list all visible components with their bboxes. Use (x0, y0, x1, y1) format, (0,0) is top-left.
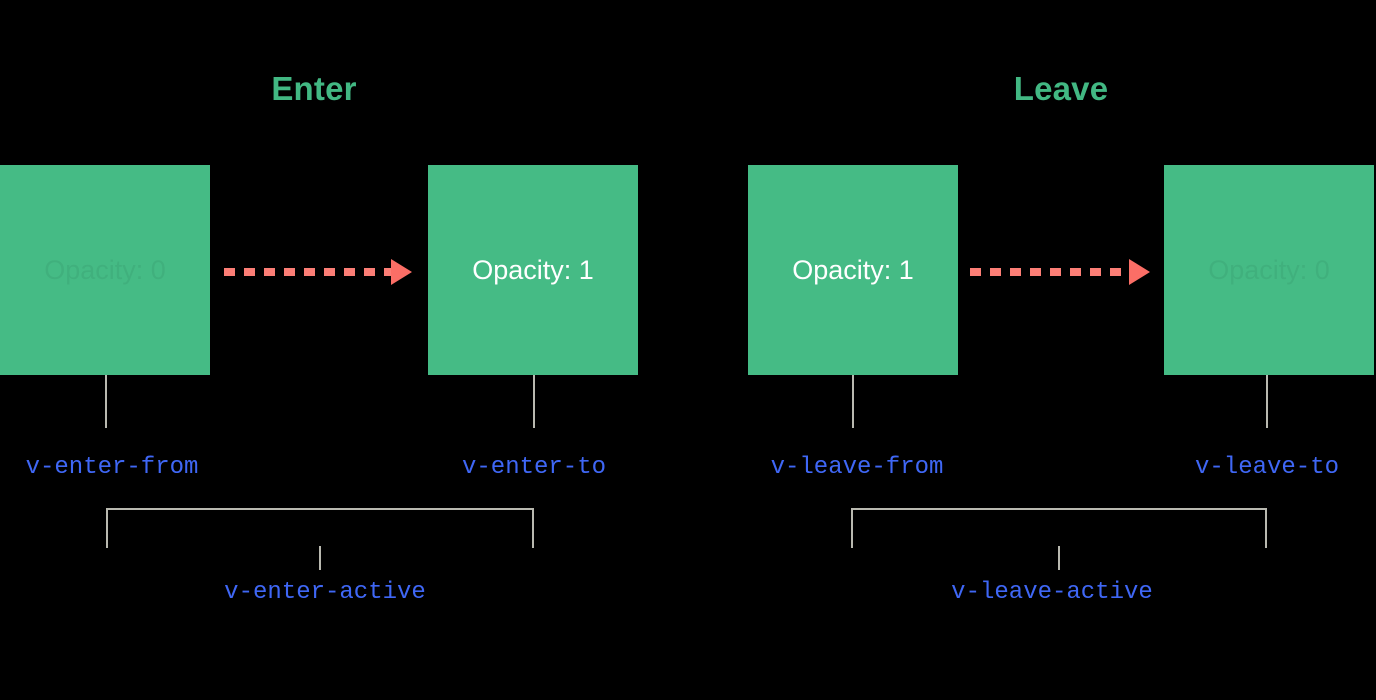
tick-leave-to (1266, 375, 1268, 428)
class-label-v-enter-to: v-enter-to (461, 454, 607, 481)
class-label-v-leave-from: v-leave-from (770, 454, 944, 481)
box-enter-to-label: Opacity: 1 (472, 254, 594, 285)
tick-enter-from (105, 375, 107, 428)
box-leave-to: Opacity: 0 (1164, 165, 1374, 375)
tick-enter-to (533, 375, 535, 428)
section-title-enter: Enter (271, 70, 357, 107)
bracket-leave-active (851, 508, 1267, 548)
bracket-stem-enter-active (319, 546, 321, 570)
box-leave-from: Opacity: 1 (748, 165, 958, 375)
bracket-stem-leave-active (1058, 546, 1060, 570)
section-title-leave: Leave (1013, 70, 1109, 107)
bracket-enter-active (106, 508, 534, 548)
box-leave-from-label: Opacity: 1 (792, 254, 914, 285)
transition-arrow-leave-icon (970, 258, 1150, 285)
transition-arrow-enter-icon (224, 258, 412, 285)
box-enter-to: Opacity: 1 (428, 165, 638, 375)
class-label-v-leave-active: v-leave-active (951, 579, 1153, 606)
box-enter-from: Opacity: 0 (0, 165, 210, 375)
arrow-shaft-leave (970, 267, 1130, 276)
arrow-head-leave-icon (1129, 258, 1150, 285)
class-label-v-leave-to: v-leave-to (1194, 454, 1340, 481)
box-leave-to-label: Opacity: 0 (1208, 254, 1330, 285)
class-label-v-enter-active: v-enter-active (224, 579, 426, 606)
box-enter-from-label: Opacity: 0 (44, 254, 166, 285)
arrow-head-enter-icon (391, 258, 412, 285)
arrow-shaft-enter (224, 267, 392, 276)
tick-leave-from (852, 375, 854, 428)
class-label-v-enter-from: v-enter-from (25, 454, 199, 481)
